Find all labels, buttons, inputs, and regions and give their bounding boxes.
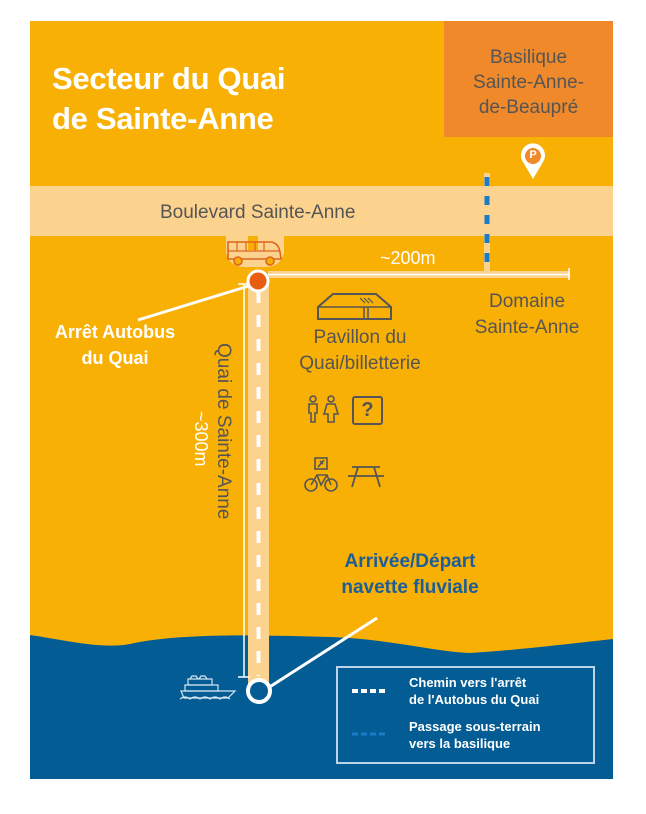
information-icon: ? — [352, 396, 383, 425]
legend-blue-dashed-line-icon — [352, 732, 386, 736]
bus-icon — [227, 241, 282, 266]
distance-300m-label: ~300m — [191, 411, 211, 467]
map-title: Secteur du Quai de Sainte-Anne — [52, 61, 286, 136]
map-legend — [336, 666, 595, 764]
bike-rental-icon — [304, 457, 338, 492]
legend-item-walking-path: Chemin vers l'arrêt de l'Autobus du Quai — [409, 675, 540, 707]
parking-marker-icon — [521, 143, 545, 179]
map-sector-quai-sainte-anne: Secteur du Quai de Sainte-Anne Basilique… — [30, 21, 613, 779]
pavillon-building-icon — [317, 293, 392, 320]
ferry-stop-label: Arrivée/Départ navette fluviale — [341, 551, 479, 598]
boulevard-label: Boulevard Sainte-Anne — [160, 202, 356, 223]
legend-white-dashed-line-icon — [352, 689, 386, 693]
domaine-sainte-anne-label: Domaine Sainte-Anne — [474, 291, 580, 338]
boulevard-sainte-anne — [30, 186, 613, 236]
bus-stop-label: Arrêt Autobus du Quai — [54, 322, 176, 368]
legend-item-underground-passage: Passage sous-terrain vers la basilique — [409, 719, 541, 751]
distance-200m-label: ~200m — [380, 248, 436, 268]
pavillon-label: Pavillon du Quai/billetterie — [299, 327, 421, 374]
quai-de-sainte-anne-label: Quai de Sainte-Anne — [213, 343, 234, 520]
picnic-table-icon — [348, 466, 384, 488]
basilica-label: Basilique Sainte-Anne- de-Beaupré — [473, 47, 584, 118]
water-area — [30, 635, 613, 779]
parking-letter: P — [529, 149, 537, 161]
ferry-boat-icon — [179, 675, 237, 700]
basilica-block — [444, 21, 613, 137]
restrooms-icon — [308, 395, 340, 423]
